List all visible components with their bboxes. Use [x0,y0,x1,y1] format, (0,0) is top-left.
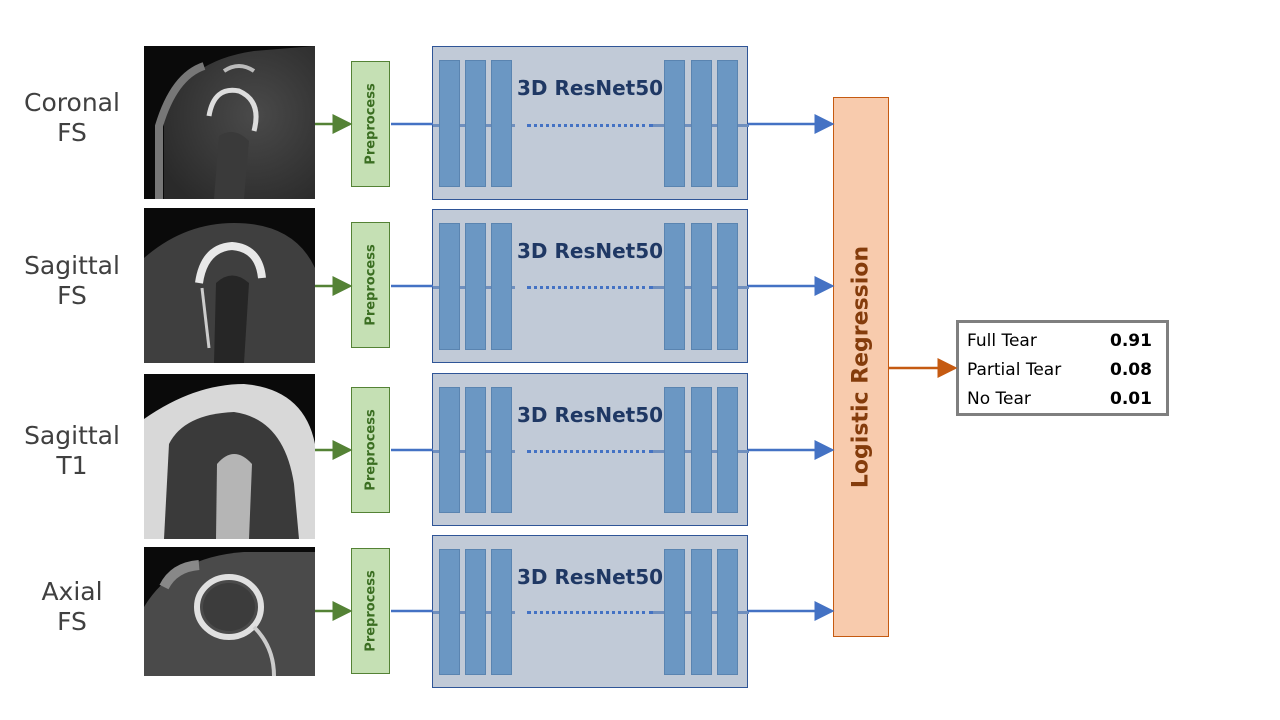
resnet-block-axial-fs: 3D ResNet50 [432,535,749,688]
sagittal-fs-mri-image [144,208,315,363]
skipped-layers-dotted-line [527,450,653,453]
resnet-layer [664,549,685,675]
resnet-layer [691,549,712,675]
row-label-line1: Coronal [24,88,120,117]
class-label: No Tear [967,389,1031,409]
output-row-partial-tear: Partial Tear 0.08 [967,356,1158,385]
resnet-layer [465,223,486,350]
resnet-layer [717,387,738,513]
row-label-line2: T1 [56,451,88,480]
row-label-line1: Sagittal [24,251,120,280]
resnet-layer [491,223,512,350]
skipped-layers-dotted-line [527,124,653,127]
preprocess-label: Preprocess [363,244,378,326]
preprocess-label: Preprocess [363,83,378,165]
output-probabilities-box: Full Tear 0.91 Partial Tear 0.08 No Tear… [956,320,1169,416]
row-label-line1: Sagittal [24,421,120,450]
output-row-full-tear: Full Tear 0.91 [967,327,1158,356]
resnet-layer [439,60,460,187]
row-label-line2: FS [57,118,87,147]
resnet-layer [439,549,460,675]
logistic-regression-box: Logistic Regression [833,97,889,637]
preprocess-box-axial-fs: Preprocess [351,548,390,674]
axial-fs-mri-image [144,547,315,676]
row-label-coronal-fs: Coronal FS [7,88,137,148]
resnet-layer [491,549,512,675]
row-label-sagittal-fs: Sagittal FS [7,251,137,311]
resnet-layer [664,60,685,187]
resnet-layer [439,223,460,350]
class-label: Full Tear [967,331,1037,351]
resnet-layer [491,387,512,513]
resnet-layer [664,223,685,350]
row-label-axial-fs: Axial FS [7,577,137,637]
preprocess-label: Preprocess [363,570,378,652]
resnet-layer [691,387,712,513]
row-label-line1: Axial [41,577,103,606]
resnet-layer [465,60,486,187]
skipped-layers-dotted-line [527,286,653,289]
resnet-layer [664,387,685,513]
resnet-layer [465,549,486,675]
resnet-block-coronal-fs: 3D ResNet50 [432,46,749,200]
resnet-title: 3D ResNet50 [517,565,664,589]
preprocess-box-sagittal-t1: Preprocess [351,387,390,513]
resnet-title: 3D ResNet50 [517,76,664,100]
resnet-layer [717,549,738,675]
logistic-regression-label: Logistic Regression [848,245,874,489]
probability-value: 0.01 [1110,389,1152,409]
resnet-layer [717,60,738,187]
preprocess-label: Preprocess [363,409,378,491]
resnet-title: 3D ResNet50 [517,403,664,427]
resnet-layer [439,387,460,513]
row-label-sagittal-t1: Sagittal T1 [7,421,137,481]
preprocess-box-sagittal-fs: Preprocess [351,222,390,348]
resnet-layer [717,223,738,350]
resnet-layer [465,387,486,513]
resnet-block-sagittal-fs: 3D ResNet50 [432,209,749,363]
class-label: Partial Tear [967,360,1062,380]
probability-value: 0.91 [1110,331,1152,351]
resnet-layer [691,223,712,350]
preprocess-box-coronal-fs: Preprocess [351,61,390,187]
row-label-line2: FS [57,281,87,310]
sagittal-t1-mri-image [144,374,315,539]
output-row-no-tear: No Tear 0.01 [967,385,1158,414]
row-label-line2: FS [57,607,87,636]
probability-value: 0.08 [1110,360,1152,380]
coronal-fs-mri-image [144,46,315,199]
resnet-title: 3D ResNet50 [517,239,664,263]
resnet-layer [691,60,712,187]
resnet-block-sagittal-t1: 3D ResNet50 [432,373,749,526]
skipped-layers-dotted-line [527,611,653,614]
resnet-layer [491,60,512,187]
